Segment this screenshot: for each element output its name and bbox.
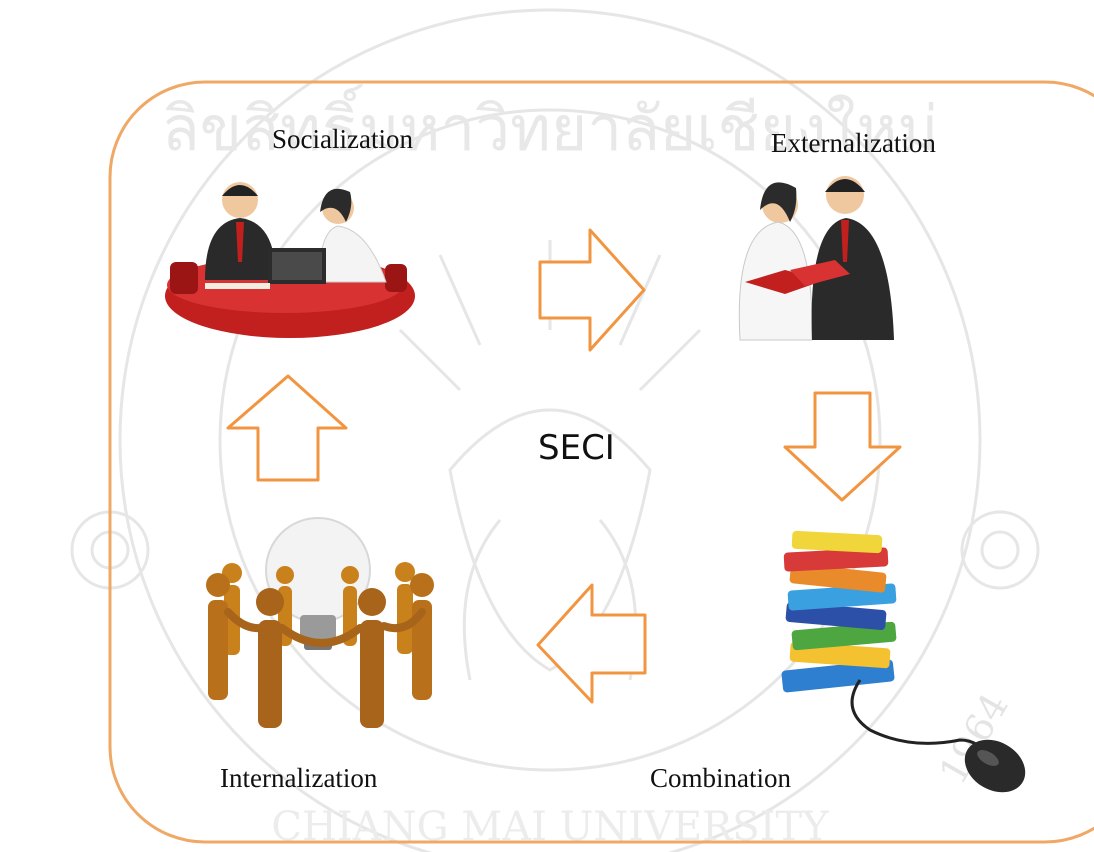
- seci-center-label: SECI: [538, 428, 615, 468]
- combination-books-illustration: [781, 530, 1026, 793]
- watermark-top-text: ลิขสิทธิ์มหาวิทยาลัยเชียงใหม่: [162, 84, 939, 165]
- internalization-label: Internalization: [220, 763, 378, 793]
- university-seal-watermark: [70, 8, 1040, 852]
- arrow-left-icon: [536, 583, 647, 704]
- socialization-label: Socialization: [272, 124, 413, 154]
- socialization-meeting-illustration: [165, 182, 415, 338]
- combination-label: Combination: [650, 763, 791, 793]
- internalization-lightbulb-illustration: [206, 517, 434, 728]
- externalization-reading-illustration: [738, 176, 894, 341]
- arrow-down-icon: [783, 391, 902, 502]
- externalization-label: Externalization: [771, 128, 936, 158]
- process-frame: [108, 80, 1094, 844]
- arrow-right-icon: [538, 228, 646, 352]
- arrow-up-icon: [226, 374, 348, 482]
